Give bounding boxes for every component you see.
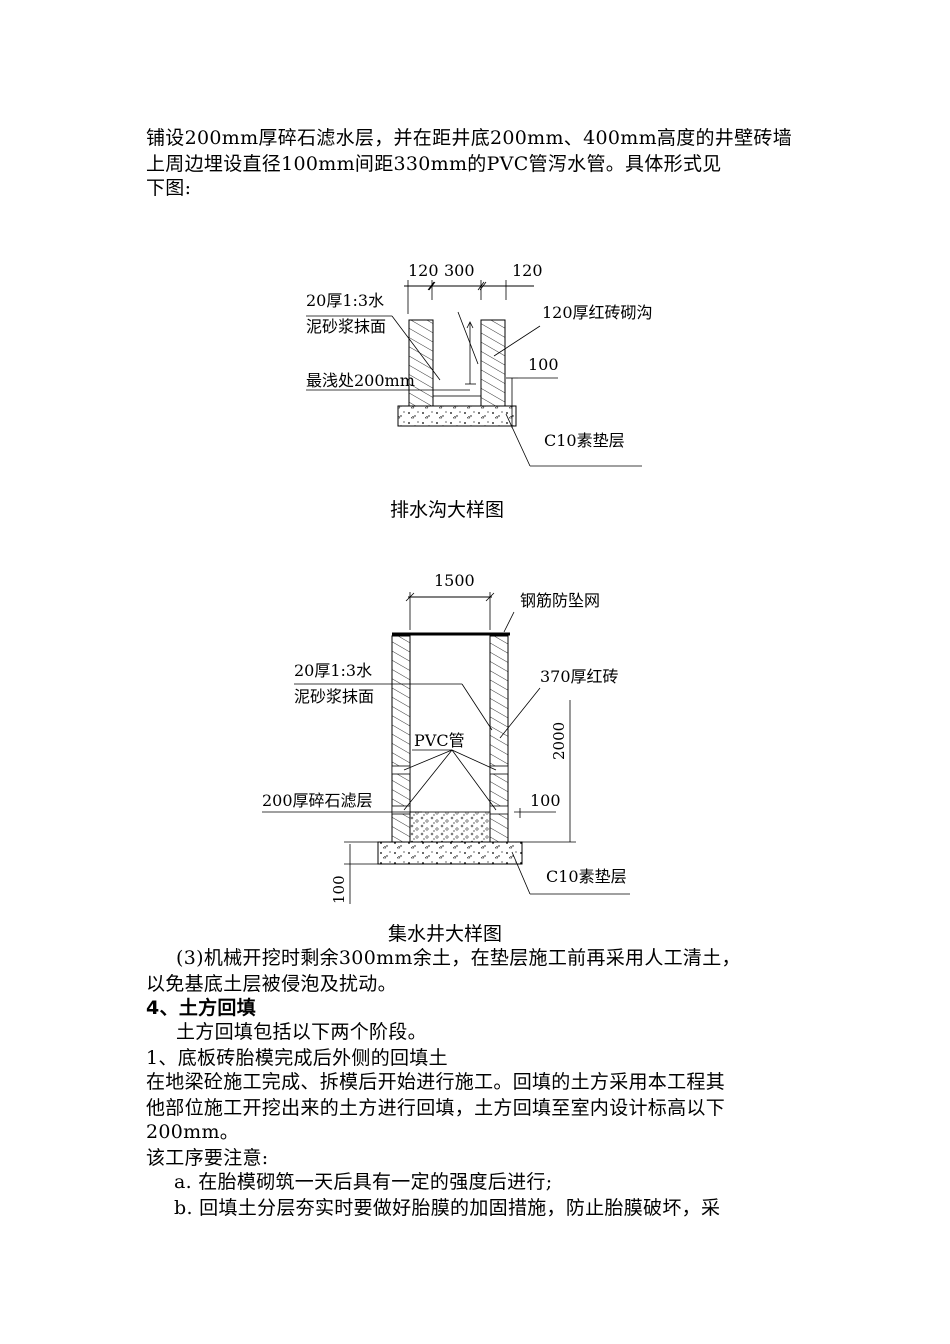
figure2-caption: 集水井大样图 bbox=[388, 923, 503, 945]
label-height: 2000 bbox=[550, 722, 568, 760]
section-heading: 4、土方回填 bbox=[146, 997, 257, 1019]
label-100-left: 100 bbox=[330, 875, 348, 904]
label-wall: 370厚红砖 bbox=[540, 667, 619, 686]
list-item-a: a. 在胎模砌筑一天后具有一定的强度后进行; bbox=[174, 1171, 553, 1193]
para-4-line-2: 他部位施工开挖出来的土方进行回填，土方回填至室内设计标高以下 bbox=[146, 1097, 726, 1119]
label-base: C10素垫层 bbox=[544, 431, 625, 450]
label-plaster-1: 20厚1:3水 bbox=[294, 661, 372, 680]
label-plaster-1: 20厚1:3水 bbox=[306, 291, 384, 310]
sump-pit-diagram: 1500 钢筋防坠网 2000 100 bbox=[262, 571, 630, 904]
para-4-line-1: 在地梁砼施工完成、拆模后开始进行施工。回填的土方采用本工程其 bbox=[146, 1071, 726, 1093]
gravel-filter-layer bbox=[409, 811, 491, 843]
label-mesh: 钢筋防坠网 bbox=[520, 591, 600, 610]
dim-right: 120 bbox=[512, 261, 543, 280]
label-depth: 最浅处200mm bbox=[306, 371, 415, 390]
label-base: C10素垫层 bbox=[546, 867, 627, 886]
para-2: 土方回填包括以下两个阶段。 bbox=[176, 1021, 427, 1043]
label-pvc: PVC管 bbox=[414, 731, 465, 750]
label-plaster-2: 泥砂浆抹面 bbox=[306, 317, 386, 336]
label-plaster-2: 泥砂浆抹面 bbox=[294, 687, 374, 706]
para-5: 该工序要注意: bbox=[146, 1147, 269, 1169]
label-wall: 120厚红砖砌沟 bbox=[542, 303, 653, 322]
intro-line-3: 下图: bbox=[146, 177, 192, 199]
ditch-base-slab bbox=[397, 405, 517, 427]
para-3: 1、底板砖胎模完成后外侧的回填土 bbox=[146, 1047, 448, 1069]
dim-width: 1500 bbox=[434, 571, 475, 590]
para-4-line-3: 200mm。 bbox=[146, 1121, 240, 1143]
dim-left: 120 bbox=[408, 261, 439, 280]
pit-base-slab bbox=[377, 841, 523, 865]
intro-line-1: 铺设200mm厚碎石滤水层，并在距井底200mm、400mm高度的井壁砖墙 bbox=[146, 127, 792, 149]
intro-line-2: 上周边埋设直径100mm间距330mm的PVC管泻水管。具体形式见 bbox=[146, 153, 722, 175]
para-1-line-2: 以免基底土层被侵泡及扰动。 bbox=[146, 973, 397, 995]
list-item-b: b. 回填土分层夯实时要做好胎膜的加固措施，防止胎膜破坏，采 bbox=[174, 1197, 721, 1219]
label-gravel: 200厚碎石滤层 bbox=[262, 791, 373, 810]
drainage-ditch-diagram: 120 300 120 20厚1:3水 泥砂浆抹面 120厚红砖砌沟 最浅处20… bbox=[306, 261, 653, 467]
ditch-wall-left bbox=[408, 319, 434, 407]
figure1-caption: 排水沟大样图 bbox=[390, 499, 505, 521]
label-100: 100 bbox=[528, 355, 559, 374]
label-100-right: 100 bbox=[530, 791, 561, 810]
para-1-line-1: (3)机械开挖时剩余300mm余土，在垫层施工前再采用人工清土， bbox=[176, 947, 741, 969]
dim-mid: 300 bbox=[444, 261, 475, 280]
